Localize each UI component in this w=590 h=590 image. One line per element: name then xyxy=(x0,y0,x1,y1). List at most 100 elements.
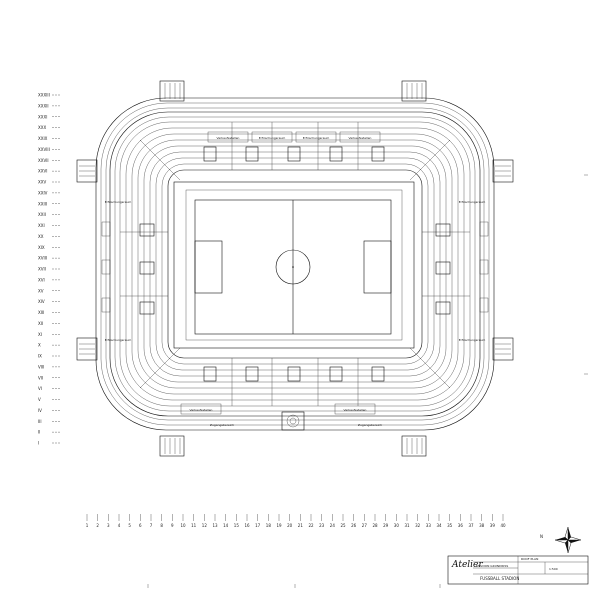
column-grid-label: 20 xyxy=(287,523,293,528)
column-grid-label: 9 xyxy=(171,523,174,528)
north-arrow-icon xyxy=(554,526,582,554)
column-grid-label: 6 xyxy=(139,523,142,528)
side-stair-markers xyxy=(101,221,489,313)
row-grid-label: V xyxy=(38,397,41,402)
column-grid-label: 7 xyxy=(150,523,153,528)
main-entrance-emblem xyxy=(281,411,305,431)
title-block-row: 1:500 xyxy=(549,567,558,571)
vomitory-blocks xyxy=(139,146,451,382)
row-grid-label: XXI xyxy=(38,223,45,228)
column-grid-label: 1 xyxy=(86,523,89,528)
concourse-kiosks xyxy=(180,131,381,415)
row-grid-labels: XXXIIIXXXIIXXXIXXXXXIXXXVIIIXXVIIXXVIXXV… xyxy=(38,93,60,446)
row-grid-label: XVIII xyxy=(38,256,47,261)
stand-labels: Verkaufsstellen Erfrischungsraum Erfrisc… xyxy=(105,136,486,427)
column-grid-label: 30 xyxy=(394,523,400,528)
row-grid-label: XII xyxy=(38,321,43,326)
row-grid-label: XX xyxy=(38,234,44,239)
column-grid-label: 25 xyxy=(340,523,346,528)
row-grid-label: XIII xyxy=(38,310,44,315)
column-grid-label: 4 xyxy=(118,523,121,528)
row-grid-label: XIX xyxy=(38,245,45,250)
column-grid-label: 14 xyxy=(223,523,229,528)
column-grid-label: 15 xyxy=(234,523,240,528)
row-grid-label: XVI xyxy=(38,277,45,282)
row-grid-label: XXIII xyxy=(38,201,47,206)
column-grid-label: 18 xyxy=(266,523,272,528)
column-grid-label: 16 xyxy=(244,523,250,528)
bottom-entrance-label: Zugangsbereich xyxy=(210,423,234,427)
column-grid-label: 21 xyxy=(298,523,304,528)
top-stand-label: Erfrischungsraum xyxy=(303,136,330,140)
column-grid-label: 13 xyxy=(212,523,218,528)
column-grid-label: 27 xyxy=(362,523,368,528)
title-block-row: ROOF PLAN xyxy=(521,557,538,561)
top-stand-label: Verkaufsstellen xyxy=(217,136,240,140)
row-grid-label: XXIX xyxy=(38,136,48,141)
tribune-seating xyxy=(119,121,471,407)
atelier-logo: Atelier xyxy=(451,560,483,570)
column-grid-label: 39 xyxy=(490,523,496,528)
row-grid-label: XI xyxy=(38,332,42,337)
bottom-entrance-label: Zugangsbereich xyxy=(358,423,382,427)
column-grid-label: 28 xyxy=(372,523,378,528)
column-grid-label: 2 xyxy=(96,523,99,528)
row-grid-label: XXXIII xyxy=(38,93,50,98)
column-grid-label: 19 xyxy=(276,523,282,528)
column-grid-label: 23 xyxy=(319,523,325,528)
column-grid-label: 34 xyxy=(436,523,442,528)
top-stand-label: Erfrischungsraum xyxy=(259,136,286,140)
column-grid-label: 32 xyxy=(415,523,421,528)
row-grid-label: I xyxy=(38,441,39,446)
bottom-stand-label: Verkaufsstellen xyxy=(190,408,213,412)
column-grid-label: 38 xyxy=(479,523,485,528)
row-grid-label: III xyxy=(38,419,42,424)
column-grid-label: 10 xyxy=(180,523,186,528)
row-grid-label: VII xyxy=(38,375,43,380)
stadium-outer-shell xyxy=(95,97,495,431)
side-label: Erfrischungsraum xyxy=(459,200,486,204)
row-grid-label: XXVIII xyxy=(38,147,50,152)
row-grid-label: X xyxy=(38,343,41,348)
row-grid-label: XXX xyxy=(38,125,46,130)
column-grid-label: 8 xyxy=(160,523,163,528)
title-block-row: STADION GRUNDRISS xyxy=(476,564,508,568)
row-grid-label: VIII xyxy=(38,364,44,369)
side-label: Erfrischungsraum xyxy=(105,338,132,342)
column-grid-label: 37 xyxy=(468,523,474,528)
row-grid-label: XXXI xyxy=(38,114,47,119)
column-grid-label: 17 xyxy=(255,523,261,528)
row-grid-label: XXVII xyxy=(38,158,49,163)
top-stand-label: Verkaufsstellen xyxy=(349,136,372,140)
row-grid-label: XXIV xyxy=(38,190,48,195)
column-grid-label: 11 xyxy=(191,523,197,528)
row-grid-label: XXVI xyxy=(38,169,47,174)
side-label: Erfrischungsraum xyxy=(459,338,486,342)
title-block: STADION GRUNDRISS 1:500 ROOF PLAN FUSSBA… xyxy=(447,555,589,585)
row-grid-label: XXXII xyxy=(38,103,49,108)
column-grid-label: 33 xyxy=(426,523,432,528)
column-grid-label: 26 xyxy=(351,523,357,528)
column-grid-label: 22 xyxy=(308,523,314,528)
row-grid-label: XXV xyxy=(38,180,46,185)
row-grid-label: XXII xyxy=(38,212,46,217)
corner-stair-towers xyxy=(76,80,514,457)
north-arrow-label: N xyxy=(540,534,543,539)
row-grid-label: XIV xyxy=(38,299,45,304)
row-grid-label: XVII xyxy=(38,267,46,272)
row-grid-label: IX xyxy=(38,354,42,359)
column-grid-label: 24 xyxy=(330,523,336,528)
sheet-title: FUSSBALL STADION xyxy=(480,576,519,581)
column-grid-label: 29 xyxy=(383,523,389,528)
column-grid-label: 3 xyxy=(107,523,110,528)
column-grid-label: 5 xyxy=(128,523,131,528)
row-grid-label: VI xyxy=(38,386,42,391)
column-grid-label: 35 xyxy=(447,523,453,528)
row-grid-label: IV xyxy=(38,408,42,413)
row-grid-label: II xyxy=(38,430,40,435)
column-grid-label: 31 xyxy=(404,523,410,528)
football-pitch xyxy=(173,181,415,349)
side-label: Erfrischungsraum xyxy=(105,200,132,204)
